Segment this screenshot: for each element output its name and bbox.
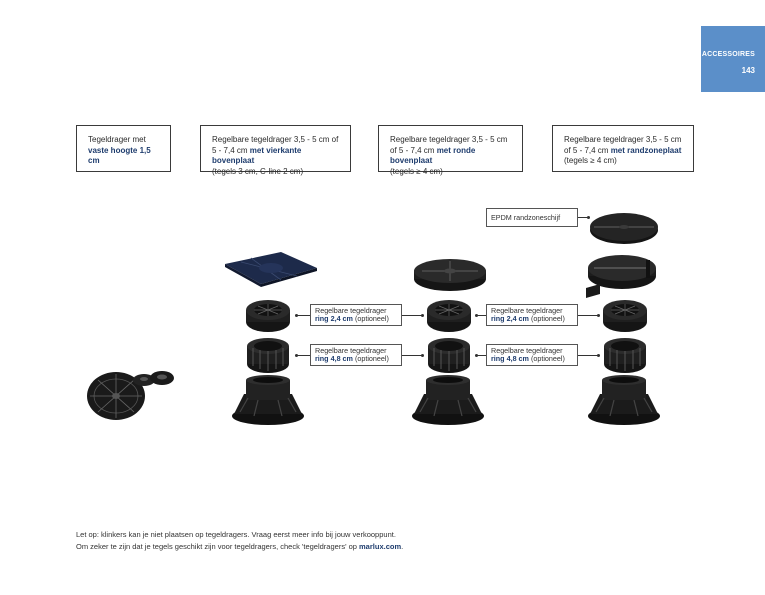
leader-line xyxy=(402,315,422,316)
leader-line xyxy=(578,217,588,218)
base-icon xyxy=(412,375,484,425)
ring-2-4-callout-left: Regelbare tegeldrager ring 2,4 cm (optio… xyxy=(310,304,402,326)
page-number: 143 xyxy=(741,66,755,75)
box-text: Regelbare tegeldrager 3,5 - 5 cm xyxy=(390,135,508,144)
callout-bold-text: ring 2,4 cm xyxy=(315,314,353,323)
leader-dot xyxy=(597,314,600,317)
leader-line xyxy=(476,315,486,316)
box-text: Regelbare tegeldrager 3,5 - 5 cm xyxy=(564,135,682,144)
square-top-plate-icon xyxy=(225,252,317,287)
leader-dot xyxy=(295,354,298,357)
box-text: 5 - 7,4 cm xyxy=(212,145,250,155)
leader-dot xyxy=(421,354,424,357)
ring-2-4-callout-right: Regelbare tegeldrager ring 2,4 cm (optio… xyxy=(486,304,578,326)
callout-text: (optioneel) xyxy=(352,314,389,323)
box-bold-text: vaste hoogte 1,5 cm xyxy=(88,145,151,166)
box-round-plate: Regelbare tegeldrager 3,5 - 5 cm of 5 - … xyxy=(378,125,523,176)
section-tab: ACCESSOIRES 143 xyxy=(701,26,765,92)
ring-4-8-callout-right: Regelbare tegeldrager ring 4,8 cm (optio… xyxy=(486,344,578,366)
leader-line xyxy=(296,315,310,316)
callout-text-line: ring 2,4 cm (optioneel) xyxy=(315,315,397,323)
box-text: (tegels ≥ 4 cm) xyxy=(564,156,617,165)
box-text: (tegels 3 cm, C-line 2 cm) xyxy=(212,166,304,176)
box-fixed-height: Tegeldrager met vaste hoogte 1,5 cm xyxy=(76,125,171,172)
callout-text-line: ring 2,4 cm (optioneel) xyxy=(491,315,573,323)
callout-text: (optioneel) xyxy=(352,354,389,363)
base-icon xyxy=(588,375,660,425)
leader-dot xyxy=(295,314,298,317)
ring-2-4-icon xyxy=(427,300,471,332)
box-text: Regelbare tegeldrager 3,5 - 5 cm of xyxy=(212,135,339,144)
footer-text: . xyxy=(401,542,404,551)
leader-dot xyxy=(587,216,590,219)
leader-line xyxy=(578,315,598,316)
callout-text-line: ring 4,8 cm (optioneel) xyxy=(315,355,397,363)
epdm-disc-icon xyxy=(590,213,658,244)
callout-text: (optioneel) xyxy=(528,354,565,363)
callout-text: Regelbare tegeldrager xyxy=(491,306,563,315)
ring-4-8-callout-left: Regelbare tegeldrager ring 4,8 cm (optio… xyxy=(310,344,402,366)
ring-4-8-icon xyxy=(247,338,289,373)
edge-plate-icon xyxy=(586,255,656,298)
box-square-plate: Regelbare tegeldrager 3,5 - 5 cm of 5 - … xyxy=(200,125,351,176)
ring-2-4-icon xyxy=(603,300,647,332)
leader-line xyxy=(402,355,422,356)
box-bold-text: met randzoneplaat xyxy=(610,145,682,155)
box-edge-plate: Regelbare tegeldrager 3,5 - 5 cm of 5 - … xyxy=(552,125,694,172)
ring-4-8-icon xyxy=(428,338,470,373)
leader-line xyxy=(578,355,598,356)
box-text-line: 5 - 7,4 cm met vierkante bovenplaat xyxy=(212,146,342,167)
round-top-plate-icon xyxy=(414,259,486,291)
callout-text: Regelbare tegeldrager xyxy=(315,346,387,355)
leader-dot xyxy=(475,354,478,357)
leader-dot xyxy=(421,314,424,317)
callout-bold-text: ring 4,8 cm xyxy=(315,354,353,363)
box-text-line: of 5 - 7,4 cm met ronde bovenplaat xyxy=(390,146,514,167)
box-text: of 5 - 7,4 cm xyxy=(390,145,437,155)
epdm-callout: EPDM randzoneschijf xyxy=(486,208,578,227)
box-text: (tegels ≥ 4 cm) xyxy=(390,166,443,176)
leader-dot xyxy=(597,354,600,357)
website-link[interactable]: marlux.com xyxy=(359,542,402,551)
footer-note: Let op: klinkers kan je niet plaatsen op… xyxy=(76,530,396,539)
ring-2-4-icon xyxy=(246,300,290,332)
footer-text: Om zeker te zijn dat je tegels geschikt … xyxy=(76,542,360,551)
footer-note-2: Om zeker te zijn dat je tegels geschikt … xyxy=(76,542,403,551)
box-text: Tegeldrager met xyxy=(88,135,146,144)
ring-4-8-icon xyxy=(604,338,646,373)
callout-text: (optioneel) xyxy=(528,314,565,323)
base-icon xyxy=(232,375,304,425)
callout-text-line: ring 4,8 cm (optioneel) xyxy=(491,355,573,363)
box-text-line: of 5 - 7,4 cm met randzoneplaat xyxy=(564,146,685,157)
leader-line xyxy=(476,355,486,356)
leader-line xyxy=(296,355,310,356)
callout-text: EPDM randzoneschijf xyxy=(491,213,561,222)
callout-bold-text: ring 4,8 cm xyxy=(491,354,529,363)
box-bold-text: met ronde bovenplaat xyxy=(390,145,476,166)
leader-dot xyxy=(475,314,478,317)
callout-text: Regelbare tegeldrager xyxy=(491,346,563,355)
box-bold-text: met vierkante bovenplaat xyxy=(212,145,302,166)
section-title: ACCESSOIRES xyxy=(701,51,755,58)
callout-bold-text: ring 2,4 cm xyxy=(491,314,529,323)
fixed-pad-icon xyxy=(87,371,174,420)
callout-text: Regelbare tegeldrager xyxy=(315,306,387,315)
box-text: of 5 - 7,4 cm xyxy=(564,145,611,155)
